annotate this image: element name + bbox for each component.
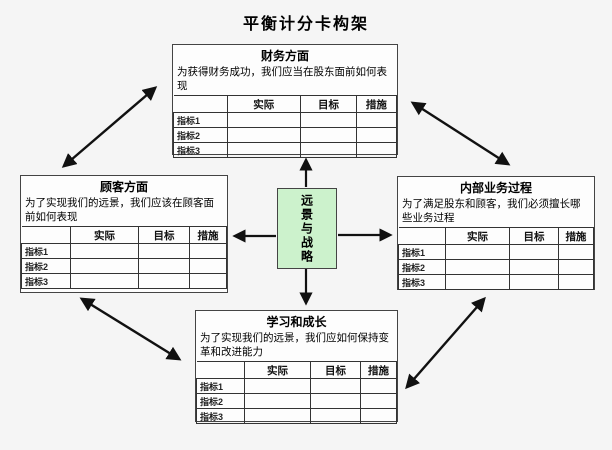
metric-cell — [300, 127, 357, 144]
col-header-target: 目标 — [509, 227, 559, 246]
metric-cell — [189, 243, 227, 260]
metric-cell — [137, 273, 191, 290]
panel-financial-desc: 为获得财务成功，我们应当在股东面前如何表现 — [177, 66, 387, 93]
col-header-measure: 措施 — [355, 95, 398, 114]
row-label: 指标1 — [173, 112, 228, 129]
panel-financial-title: 财务方面 — [260, 49, 309, 63]
metric-cell — [226, 112, 302, 129]
metric-cell — [137, 258, 191, 275]
row-label: 指标1 — [398, 244, 446, 261]
metric-cell — [310, 378, 361, 395]
col-header-measure: 措施 — [360, 361, 397, 380]
metric-cell — [189, 258, 227, 275]
metric-cell — [360, 378, 397, 395]
row-label: 指标2 — [398, 259, 446, 276]
panel-internal-desc: 为了满足股东和顾客，我们必须擅长哪些业务过程 — [402, 198, 581, 225]
row-label: 指标2 — [196, 393, 245, 410]
row-label: 指标2 — [20, 258, 72, 275]
col-header-target: 目标 — [310, 361, 361, 380]
row-label: 指标1 — [20, 243, 72, 260]
col-header-actual: 实际 — [444, 227, 511, 246]
metric-cell — [509, 244, 559, 261]
col-header-actual: 实际 — [226, 95, 302, 114]
metric-cell — [310, 393, 361, 410]
arrow-financial-customer — [61, 86, 158, 168]
row-label: 指标3 — [398, 274, 446, 291]
metric-cell — [557, 274, 595, 291]
panel-financial: 财务方面 为获得财务成功，我们应当在股东面前如何表现 实际 目标 措施 指标1 … — [172, 44, 398, 159]
metric-cell — [557, 244, 595, 261]
metric-cell — [300, 142, 357, 159]
panel-learning-table: 实际 目标 措施 指标1 指标2 指标3 — [196, 361, 397, 425]
arrow-customer-learning — [79, 297, 182, 361]
row-label: 指标3 — [20, 273, 72, 290]
panel-customer-table: 实际 目标 措施 指标1 指标2 指标3 — [20, 226, 227, 290]
metric-cell — [444, 274, 511, 291]
metric-cell — [509, 274, 559, 291]
panel-internal-title: 内部业务过程 — [459, 181, 532, 195]
col-header-actual: 实际 — [244, 361, 311, 380]
arrow-internal-learning — [405, 296, 486, 390]
row-label: 指标3 — [196, 408, 245, 425]
metric-cell — [355, 112, 398, 129]
metric-cell — [226, 127, 302, 144]
panel-customer: 顾客方面 为了实现我们的远景，我们应该在顾客面前如何表现 实际 目标 措施 指标… — [20, 175, 228, 293]
panel-learning-desc: 为了实现我们的远景，我们应如何保持变革和改进能力 — [200, 332, 389, 359]
metric-cell — [244, 378, 311, 395]
col-header-measure: 措施 — [189, 226, 227, 245]
metric-cell — [355, 127, 398, 144]
metric-cell — [226, 142, 302, 159]
panel-financial-table: 实际 目标 措施 指标1 指标2 指标3 — [173, 95, 398, 159]
arrow-financial-internal — [410, 101, 511, 166]
col-header-target: 目标 — [137, 226, 191, 245]
panel-learning-title: 学习和成长 — [266, 315, 327, 329]
panel-learning: 学习和成长 为了实现我们的远景，我们应如何保持变革和改进能力 实际 目标 措施 … — [195, 310, 398, 425]
metric-cell — [189, 273, 227, 290]
metric-cell — [355, 142, 398, 159]
col-header-measure: 措施 — [557, 227, 595, 246]
metric-cell — [70, 273, 139, 290]
metric-cell — [444, 259, 511, 276]
metric-cell — [244, 408, 311, 425]
center-vision-strategy-label: 远景与战略 — [299, 193, 314, 264]
page-title: 平衡计分卡构架 — [242, 16, 369, 33]
row-label: 指标3 — [173, 142, 228, 159]
metric-cell — [300, 112, 357, 129]
metric-cell — [360, 408, 397, 425]
corner-cell — [398, 227, 446, 246]
panel-customer-desc: 为了实现我们的远景，我们应该在顾客面前如何表现 — [25, 197, 214, 224]
corner-cell — [21, 226, 72, 245]
center-vision-strategy-box: 远景与战略 — [277, 188, 337, 269]
panel-customer-title: 顾客方面 — [99, 180, 148, 194]
metric-cell — [360, 393, 397, 410]
metric-cell — [310, 408, 361, 425]
metric-cell — [244, 393, 311, 410]
metric-cell — [557, 259, 595, 276]
col-header-actual: 实际 — [70, 226, 139, 245]
metric-cell — [70, 258, 139, 275]
panel-internal: 内部业务过程 为了满足股东和顾客，我们必须擅长哪些业务过程 实际 目标 措施 指… — [397, 176, 595, 291]
metric-cell — [444, 244, 511, 261]
row-label: 指标2 — [173, 127, 228, 144]
col-header-target: 目标 — [300, 95, 357, 114]
row-label: 指标1 — [196, 378, 245, 395]
panel-internal-table: 实际 目标 措施 指标1 指标2 指标3 — [398, 227, 595, 291]
corner-cell — [173, 95, 228, 114]
metric-cell — [137, 243, 191, 260]
metric-cell — [70, 243, 139, 260]
corner-cell — [196, 361, 245, 380]
metric-cell — [509, 259, 559, 276]
